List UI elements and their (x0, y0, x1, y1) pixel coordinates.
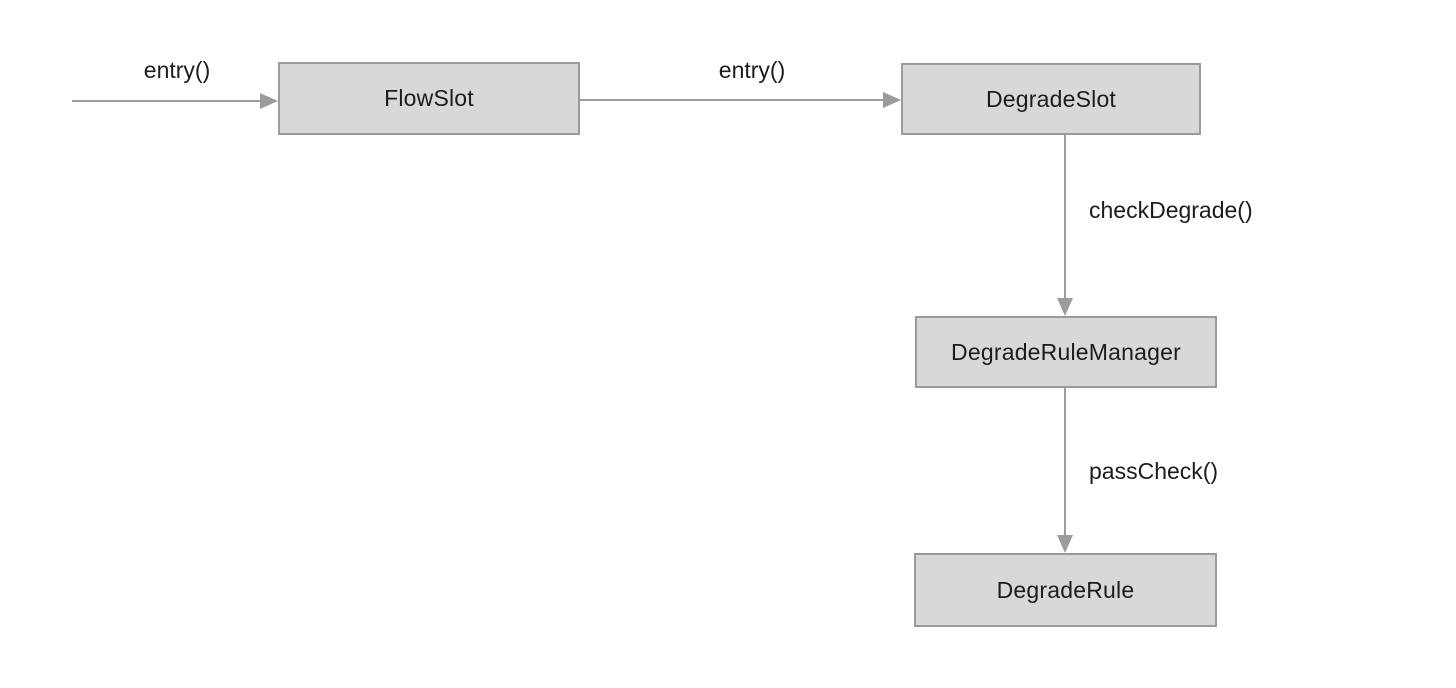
edge-label-entry-2: entry() (718, 57, 786, 83)
arrowhead-down-icon (1057, 298, 1073, 316)
node-flowslot: FlowSlot (278, 62, 580, 135)
edge-line-passcheck (1064, 388, 1066, 535)
node-degraderule-label: DegradeRule (996, 576, 1135, 603)
edge-label-checkdegrade: checkDegrade() (1089, 197, 1253, 223)
node-degraderulemanager: DegradeRuleManager (915, 316, 1217, 388)
node-degradeslot: DegradeSlot (901, 63, 1201, 135)
node-degradeslot-label: DegradeSlot (985, 85, 1117, 112)
arrowhead-right-icon (883, 92, 901, 108)
edge-label-entry-1: entry() (143, 57, 211, 83)
arrowhead-down-icon (1057, 535, 1073, 553)
edge-label-passcheck: passCheck() (1089, 458, 1219, 484)
node-degraderule: DegradeRule (914, 553, 1217, 627)
node-degraderulemanager-label: DegradeRuleManager (951, 338, 1181, 365)
edge-line-entry-2 (580, 99, 883, 101)
node-flowslot-label: FlowSlot (384, 85, 474, 111)
edge-line-checkdegrade (1064, 135, 1066, 298)
edge-line-entry-1 (72, 100, 260, 102)
arrowhead-right-icon (260, 93, 278, 109)
